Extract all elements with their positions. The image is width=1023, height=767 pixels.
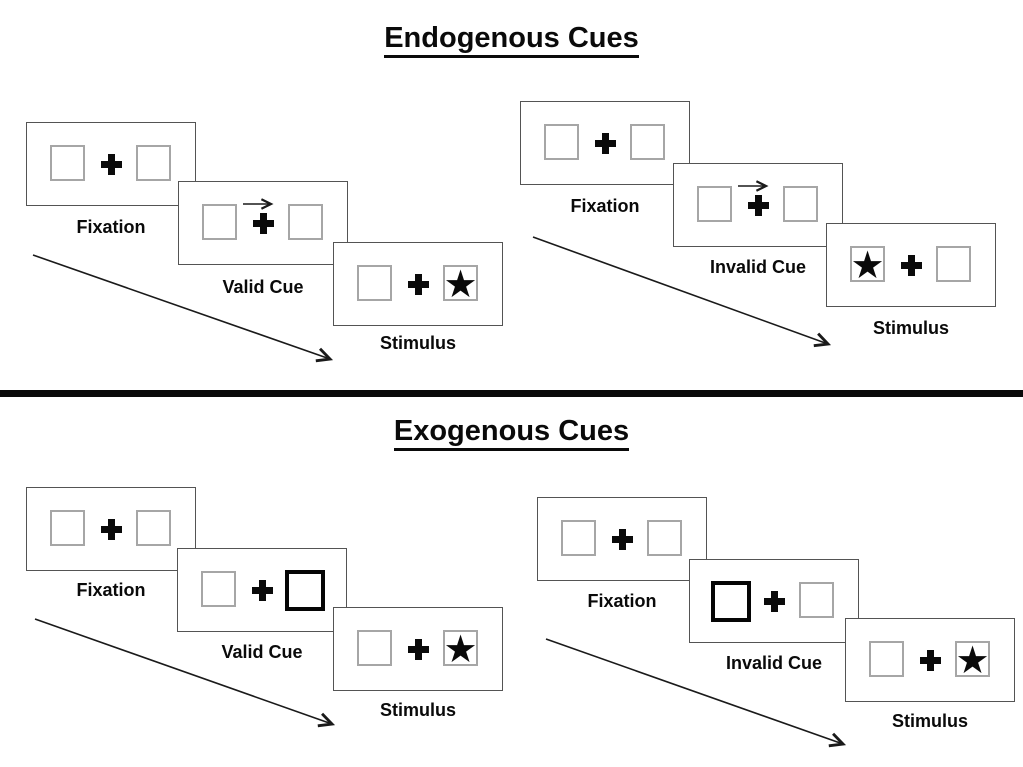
section-title-exogenous: Exogenous Cues <box>0 415 1023 451</box>
fixation-cross-icon <box>901 255 922 276</box>
fixation-cross-icon <box>920 650 941 671</box>
cue-panel <box>177 548 347 632</box>
left-placeholder-box <box>50 510 85 546</box>
time-arrow-icon <box>545 638 847 748</box>
fixation-cross-icon <box>612 529 633 550</box>
fixation-cross-icon <box>101 154 122 175</box>
right-placeholder-box <box>288 204 323 240</box>
right-placeholder-box <box>647 520 682 556</box>
step-label-stimulus: Stimulus <box>379 333 456 353</box>
fixation-panel <box>26 487 196 571</box>
cue-panel <box>689 559 859 643</box>
left-placeholder-box <box>561 520 596 556</box>
highlighted-cue-box <box>285 570 325 611</box>
step-label-stimulus: Stimulus <box>379 700 456 720</box>
fixation-panel <box>537 497 707 581</box>
section-title-text: Endogenous Cues <box>384 22 639 58</box>
left-placeholder-box <box>357 265 392 301</box>
step-label-fixation: Fixation <box>587 591 657 611</box>
step-label-fixation: Fixation <box>570 196 640 216</box>
section-title-text: Exogenous Cues <box>393 415 630 451</box>
stimulus-panel: ★ <box>333 242 503 326</box>
left-placeholder-box <box>357 630 392 666</box>
time-arrow-icon <box>34 618 336 728</box>
fixation-cross-icon <box>408 274 429 295</box>
left-target-box: ★ <box>850 243 885 287</box>
stimulus-panel: ★ <box>333 607 503 691</box>
step-label-invalid-cue: Invalid Cue <box>725 653 823 673</box>
fixation-cross-icon <box>101 519 122 540</box>
cue-arrow-right-icon <box>738 180 769 192</box>
left-placeholder-box <box>201 571 236 607</box>
cue-panel <box>178 181 348 265</box>
step-label-valid-cue: Valid Cue <box>221 642 303 662</box>
time-arrow-icon <box>32 254 334 363</box>
right-placeholder-box <box>783 186 818 222</box>
step-label-stimulus: Stimulus <box>891 711 968 731</box>
highlighted-cue-box <box>711 581 751 622</box>
step-label-valid-cue: Valid Cue <box>222 277 304 297</box>
right-placeholder-box <box>936 246 971 282</box>
fixation-cross-icon <box>595 133 616 154</box>
left-placeholder-box <box>544 124 579 160</box>
left-placeholder-box <box>697 186 732 222</box>
step-label-fixation: Fixation <box>76 217 146 237</box>
fixation-cross-icon <box>252 580 273 601</box>
right-target-box: ★ <box>955 638 990 682</box>
cue-arrow-right-icon <box>243 198 274 210</box>
right-target-box: ★ <box>443 262 478 306</box>
cue-panel <box>673 163 843 247</box>
time-arrow-icon <box>532 236 832 348</box>
right-placeholder-box <box>136 510 171 546</box>
section-title-endogenous: Endogenous Cues <box>0 22 1023 58</box>
stimulus-panel: ★ <box>826 223 996 307</box>
right-placeholder-box <box>799 582 834 618</box>
fixation-panel <box>520 101 690 185</box>
right-target-box: ★ <box>443 627 478 671</box>
step-label-fixation: Fixation <box>76 580 146 600</box>
fixation-cross-icon <box>253 213 274 234</box>
left-placeholder-box <box>869 641 904 677</box>
stimulus-panel: ★ <box>845 618 1015 702</box>
right-placeholder-box <box>630 124 665 160</box>
step-label-invalid-cue: Invalid Cue <box>709 257 807 277</box>
section-divider <box>0 390 1023 397</box>
fixation-cross-icon <box>764 591 785 612</box>
fixation-cross-icon <box>408 639 429 660</box>
fixation-cross-icon <box>748 195 769 216</box>
right-placeholder-box <box>136 145 171 181</box>
step-label-stimulus: Stimulus <box>872 318 949 338</box>
left-placeholder-box <box>202 204 237 240</box>
left-placeholder-box <box>50 145 85 181</box>
fixation-panel <box>26 122 196 206</box>
